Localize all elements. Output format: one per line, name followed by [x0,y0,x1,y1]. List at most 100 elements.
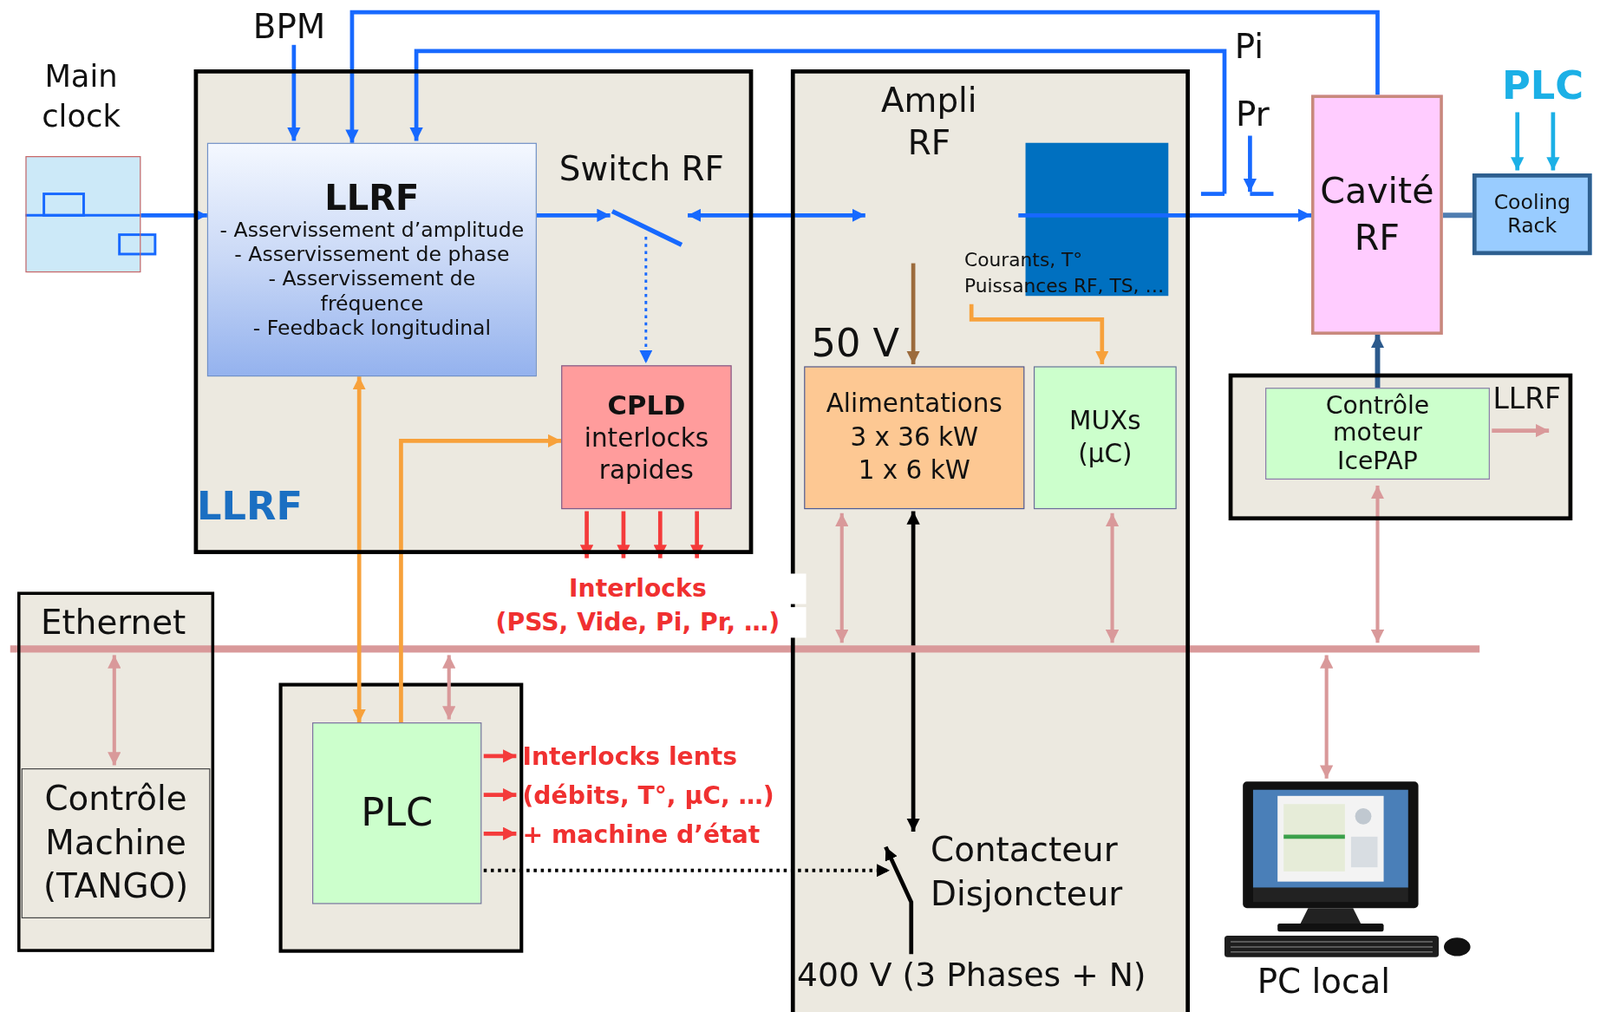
keyboard [1224,935,1439,958]
annotation-label: Pi [1234,26,1264,68]
annotation-label: Interlocks lents [522,741,738,772]
screen-panel [1351,836,1378,868]
node-text: CPLD [607,388,686,422]
node-text: 1 x 6 kW [858,454,971,488]
node-text: Ethernet [40,601,186,643]
ethernet-panel: EthernetContrôle Machine (TANGO) [17,591,215,952]
annotation-label: (PSS, Vide, Pi, Pr, …) [469,607,806,638]
node-text: Alimentations [826,387,1003,421]
mux-box: MUXs(µC) [1033,365,1177,510]
ethernet-link [1325,654,1329,778]
node-text: - Feedback longitudinal [253,315,491,340]
monitor-frame [1242,781,1418,908]
motor-output-arrow [1491,428,1549,433]
llrf-box: LLRF- Asservissement d’amplitude- Asserv… [207,143,537,377]
node-text: Cavité RF [1316,168,1438,262]
plc-box: PLC [312,722,482,904]
screen-window [1277,796,1384,882]
annotation-label: PLC [1502,65,1584,108]
cavity-box: Cavité RF [1311,94,1444,335]
monitor-stand [1299,907,1362,925]
taskbar [1253,888,1409,902]
connector [1443,212,1473,218]
annotation-label: 50 V [810,320,900,367]
panel-ground [1228,373,1574,521]
annotation-label: PC local [1257,960,1391,1002]
rf-line [1018,213,1192,218]
node-text: - Asservissement de fréquence [218,266,526,315]
plc-arrow [1515,111,1520,170]
node-text: LLRF [1492,381,1561,417]
llrf-panel: LLRFLLRF- Asservissement d’amplitude- As… [194,69,754,555]
pr-arrow [1247,135,1253,192]
node-text: LLRF [324,179,419,218]
cooling-rack-box: Cooling Rack [1472,173,1593,255]
pc-icon [1224,781,1471,957]
annotation-label: + machine d’état [522,819,760,850]
plc-arrow [1551,111,1556,170]
node-text: Ampli RF [865,79,993,164]
interlock-arrow [483,831,517,836]
measurement-line [971,304,1103,365]
node-text: interlocks rapides [568,422,725,487]
monitor-screen [1253,790,1409,889]
clock-pulse [119,235,156,255]
annotation-label: Interlocks [469,573,806,604]
ethernet-bus [10,645,1480,653]
node-text: - Asservissement de phase [234,241,510,267]
connector [1189,213,1312,218]
ampli-panel: Ampli RFAlimentations3 x 36 kW1 x 6 kWMU… [790,69,1190,1012]
node-text: Contrôle Machine (TANGO) [26,777,206,909]
keyboard-keys [1230,941,1433,953]
amplifier-block [1025,143,1169,296]
annotation-label: (débits, T°, µC, …) [522,780,774,811]
node-text: - Asservissement d’amplitude [220,217,525,242]
ethernet-link [1375,485,1379,643]
node-text: 3 x 36 kW [849,421,979,455]
node-text: Contrôle moteur IcePAP [1301,391,1453,476]
power-supply-box: Alimentations3 x 36 kW1 x 6 kW [803,365,1025,510]
rf-line [687,213,866,218]
annotation-label: Contacteur Disjoncteur [930,828,1150,916]
mouse [1443,937,1471,956]
annotation-label: Puissances RF, TS, … [964,273,1164,297]
annotation-label: BPM [253,6,327,47]
clock-box: Main clock [25,156,141,273]
connector [357,376,362,723]
rf-line [536,213,611,218]
screen-gauge [1355,808,1372,825]
node-text: PLC [360,789,433,838]
clock-pulse [44,194,85,216]
pr-coupler [1249,191,1274,196]
interlock-arrow [483,754,517,759]
annotation-label: Switch RF [559,149,725,190]
node-text: (µC) [1077,437,1132,471]
annotation-label: Courants, T° [964,248,1083,272]
monitor-base [1277,923,1384,932]
ethernet-link [1110,513,1114,643]
breaker-control-line [483,868,890,873]
rf-switch-blade [612,211,682,246]
icepap-panel: LLRF Contrôle moteur IcePAP [1228,373,1574,521]
bpm-arrow [292,45,297,142]
connector [352,12,1378,144]
annotation-label: 400 V (3 Phases + N) [796,954,1147,994]
node-text: Cooling Rack [1480,190,1584,238]
pi-coupler [1201,191,1225,196]
panel-ground [194,69,754,555]
ethernet-link [112,654,117,765]
annotation-label: Pr [1235,93,1270,135]
node-text: Main clock [25,55,138,136]
switch-control-line [644,236,647,364]
node-text: MUXs [1069,404,1141,438]
cpld-box: CPLDinterlocks rapides [561,365,732,510]
connector [1375,334,1381,388]
node-text: LLRF [196,483,303,531]
ethernet-link [447,654,451,719]
interlock-arrow [483,792,517,797]
screen-table [1283,803,1346,872]
power-arrow [911,263,916,365]
plc-housing [280,685,523,952]
